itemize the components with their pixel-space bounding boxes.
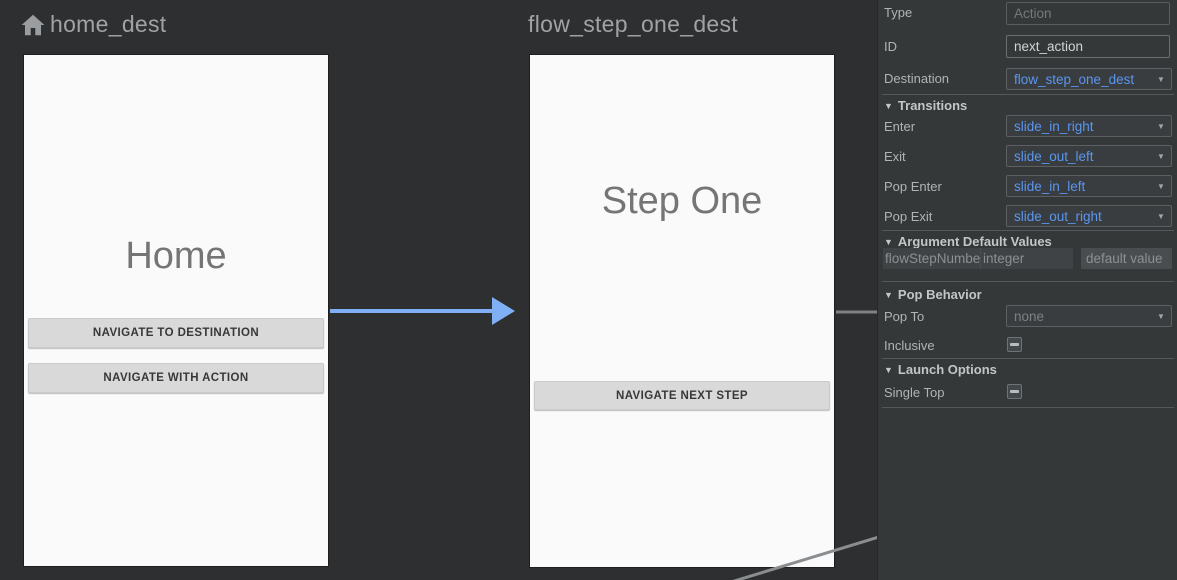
pop-to-label: Pop To	[884, 309, 925, 324]
type-label: Type	[884, 5, 913, 20]
pop-enter-value: slide_in_left	[1014, 178, 1086, 194]
collapse-triangle-icon: ▼	[884, 289, 893, 300]
chevron-down-icon: ▼	[1157, 211, 1165, 221]
argument-type: integer	[980, 248, 1073, 269]
preview-button-navigate-with-action: NAVIGATE WITH ACTION	[28, 363, 324, 393]
home-icon	[21, 14, 45, 35]
attributes-panel: Type ID Destination flow_step_one_dest ▼…	[877, 0, 1177, 580]
inclusive-label: Inclusive	[884, 338, 935, 353]
pop-enter-dropdown[interactable]: slide_in_left ▼	[1006, 175, 1172, 197]
pop-exit-dropdown[interactable]: slide_out_right ▼	[1006, 205, 1172, 227]
action-arrow-home-to-step-one	[330, 297, 515, 325]
collapse-triangle-icon: ▼	[884, 100, 893, 111]
collapse-triangle-icon: ▼	[884, 364, 893, 375]
nav-graph-canvas[interactable]: home_dest flow_step_one_dest Home NAVIGA…	[0, 0, 877, 580]
enter-value: slide_in_right	[1014, 118, 1094, 134]
pop-exit-value: slide_out_right	[1014, 208, 1102, 224]
exit-label: Exit	[884, 149, 906, 164]
type-input[interactable]	[1006, 2, 1170, 25]
chevron-down-icon: ▼	[1157, 181, 1165, 191]
destination-preview-home[interactable]: Home NAVIGATE TO DESTINATION NAVIGATE WI…	[24, 55, 328, 566]
id-input[interactable]	[1006, 35, 1170, 58]
id-label: ID	[884, 39, 897, 54]
argument-default-value-field[interactable]: default value	[1081, 248, 1172, 269]
destination-label-home-text: home_dest	[50, 11, 167, 37]
separator	[882, 358, 1174, 359]
transitions-section-header[interactable]: ▼ Transitions	[884, 98, 967, 113]
destination-label-step-one-text: flow_step_one_dest	[528, 11, 738, 37]
enter-dropdown[interactable]: slide_in_right ▼	[1006, 115, 1172, 137]
launch-options-title: Launch Options	[897, 362, 997, 377]
pop-behavior-title: Pop Behavior	[897, 287, 982, 302]
separator	[882, 230, 1174, 231]
destination-label-step-one[interactable]: flow_step_one_dest	[528, 11, 738, 38]
launch-options-section-header[interactable]: ▼ Launch Options	[884, 362, 997, 377]
exit-value: slide_out_left	[1014, 148, 1094, 164]
separator	[882, 407, 1174, 408]
pop-to-value: none	[1014, 308, 1045, 324]
preview-button-navigate-to-destination: NAVIGATE TO DESTINATION	[28, 318, 324, 348]
destination-value: flow_step_one_dest	[1014, 71, 1135, 87]
destination-dropdown[interactable]: flow_step_one_dest ▼	[1006, 68, 1172, 90]
chevron-down-icon: ▼	[1157, 121, 1165, 131]
destination-preview-step-one[interactable]: Step One NAVIGATE NEXT STEP	[530, 55, 834, 567]
pop-to-dropdown[interactable]: none ▼	[1006, 305, 1172, 327]
argument-defaults-title: Argument Default Values	[897, 234, 1052, 249]
pop-enter-label: Pop Enter	[884, 179, 942, 194]
argument-defaults-section-header[interactable]: ▼ Argument Default Values	[884, 234, 1052, 249]
pop-exit-label: Pop Exit	[884, 209, 933, 224]
checkbox-dash-icon	[1010, 390, 1019, 393]
transitions-title: Transitions	[897, 98, 968, 113]
enter-label: Enter	[884, 119, 916, 134]
exit-dropdown[interactable]: slide_out_left ▼	[1006, 145, 1172, 167]
single-top-label: Single Top	[884, 385, 945, 400]
collapse-triangle-icon: ▼	[884, 236, 893, 247]
destination-label: Destination	[884, 71, 950, 86]
separator	[882, 94, 1174, 95]
argument-name: flowStepNumbe	[883, 248, 980, 269]
single-top-checkbox[interactable]	[1007, 384, 1022, 399]
destination-label-home[interactable]: home_dest	[20, 11, 167, 38]
inclusive-checkbox[interactable]	[1007, 337, 1022, 352]
separator	[882, 281, 1174, 282]
preview-button-navigate-next-step: NAVIGATE NEXT STEP	[534, 381, 830, 410]
chevron-down-icon: ▼	[1157, 151, 1165, 161]
pop-behavior-section-header[interactable]: ▼ Pop Behavior	[884, 287, 982, 302]
chevron-down-icon: ▼	[1157, 311, 1165, 321]
home-screen-title: Home	[125, 235, 227, 277]
chevron-down-icon: ▼	[1157, 74, 1165, 84]
step-one-screen-title: Step One	[601, 180, 763, 222]
checkbox-dash-icon	[1010, 343, 1019, 346]
